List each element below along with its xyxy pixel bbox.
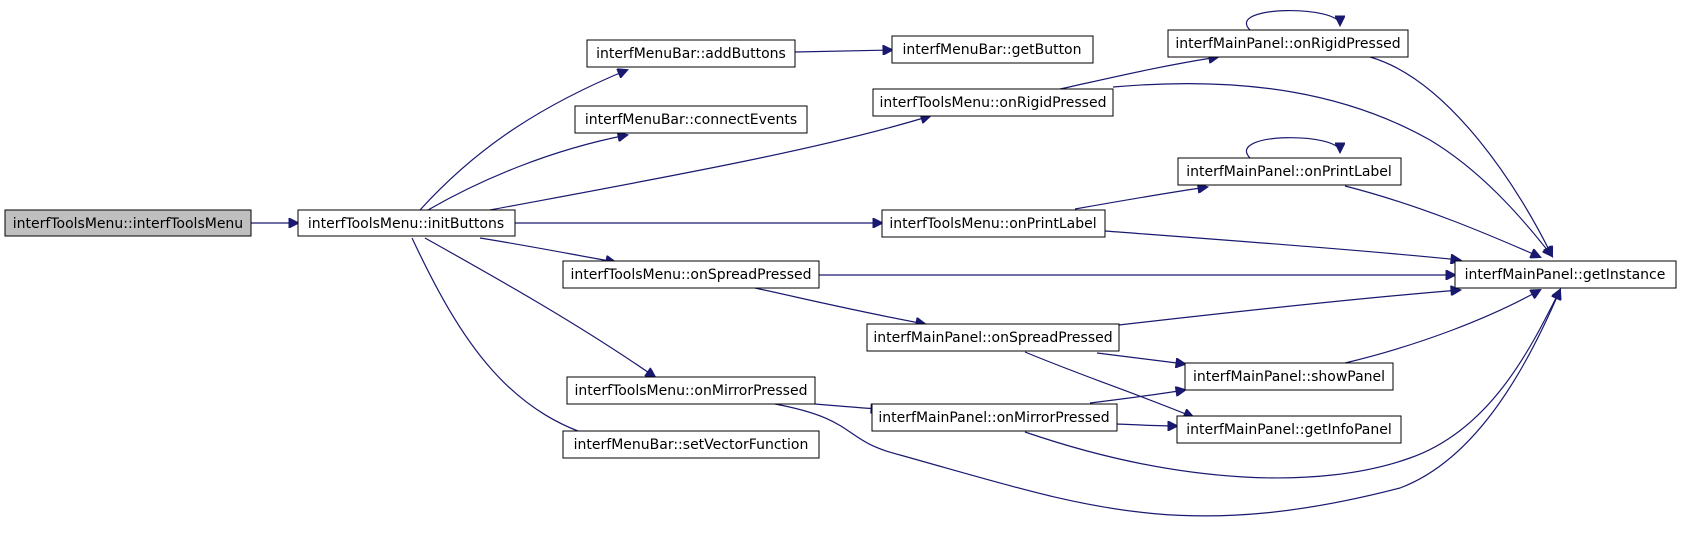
- node-label: interfMenuBar::addButtons: [596, 46, 786, 62]
- node-showpanel[interactable]: interfMainPanel::showPanel: [1184, 362, 1394, 391]
- node-tm-onspreadpressed[interactable]: interfToolsMenu::onSpreadPressed: [562, 260, 820, 289]
- node-tm-onmirrorpressed[interactable]: interfToolsMenu::onMirrorPressed: [566, 376, 816, 405]
- node-interftoolsmenu-constructor[interactable]: interfToolsMenu::interfToolsMenu: [4, 209, 252, 237]
- node-mp-onrigidpressed[interactable]: interfMainPanel::onRigidPressed: [1167, 29, 1409, 58]
- node-label: interfToolsMenu::initButtons: [308, 216, 504, 232]
- edge-mp-onprint-to-getinstance: [1344, 185, 1540, 257]
- node-getbutton[interactable]: interfMenuBar::getButton: [891, 35, 1094, 64]
- edge-tm-onmirror-to-getinstance: [774, 290, 1560, 517]
- edge-tm-onspread-to-mp-onspread: [754, 287, 925, 324]
- edge-mp-onrigid-self: [1246, 10, 1340, 31]
- edge-addbuttons-to-getbutton: [794, 50, 892, 52]
- edge-mp-onspread-to-getinfopanel: [1024, 351, 1193, 417]
- node-getinfopanel[interactable]: interfMainPanel::getInfoPanel: [1176, 415, 1402, 444]
- edge-initbuttons-to-addbuttons: [419, 70, 627, 211]
- edge-initbuttons-to-tm-onrigid: [489, 116, 930, 211]
- edge-mp-onrigid-to-getinstance: [1369, 56, 1552, 256]
- node-label: interfMainPanel::getInstance: [1465, 267, 1666, 283]
- node-connectevents[interactable]: interfMenuBar::connectEvents: [574, 105, 808, 134]
- node-label: interfMenuBar::connectEvents: [585, 112, 797, 128]
- edge-mp-onmirror-to-showpanel: [1089, 390, 1185, 404]
- node-label: interfMenuBar::setVectorFunction: [574, 437, 809, 453]
- node-label: interfMenuBar::getButton: [903, 42, 1082, 58]
- edge-mp-onprint-self: [1246, 137, 1340, 159]
- node-label: interfToolsMenu::onRigidPressed: [880, 95, 1107, 111]
- node-mp-onprintlabel[interactable]: interfMainPanel::onPrintLabel: [1177, 157, 1402, 186]
- edge-initbuttons-to-tm-onspread: [479, 237, 615, 262]
- node-mp-onspreadpressed[interactable]: interfMainPanel::onSpreadPressed: [866, 323, 1120, 352]
- edge-tm-onmirror-to-mp-onmirror: [814, 403, 880, 409]
- node-mp-onmirrorpressed[interactable]: interfMainPanel::onMirrorPressed: [871, 403, 1118, 432]
- node-getinstance[interactable]: interfMainPanel::getInstance: [1454, 260, 1677, 289]
- node-setvectorfunction[interactable]: interfMenuBar::setVectorFunction: [562, 430, 820, 459]
- edge-tm-onrigid-to-getinstance: [1112, 83, 1552, 256]
- edge-initbuttons-to-connectevents: [427, 135, 627, 211]
- edge-tm-onrigid-to-mp-onrigid: [1059, 57, 1218, 90]
- node-tm-onrigidpressed[interactable]: interfToolsMenu::onRigidPressed: [872, 88, 1114, 117]
- node-label: interfMainPanel::showPanel: [1193, 369, 1385, 385]
- edge-initbuttons-to-tm-onmirror: [424, 237, 655, 377]
- node-label: interfToolsMenu::onPrintLabel: [889, 216, 1096, 232]
- node-label: interfMainPanel::onSpreadPressed: [873, 330, 1112, 346]
- edge-initbuttons-to-setvector: [411, 237, 615, 442]
- node-label: interfMainPanel::onMirrorPressed: [878, 410, 1109, 426]
- node-label: interfMainPanel::onPrintLabel: [1186, 164, 1392, 180]
- node-label: interfToolsMenu::onSpreadPressed: [571, 267, 812, 283]
- edge-showpanel-to-getinstance: [1344, 290, 1540, 364]
- node-addbuttons[interactable]: interfMenuBar::addButtons: [586, 39, 796, 68]
- node-initbuttons[interactable]: interfToolsMenu::initButtons: [297, 209, 516, 237]
- edge-tm-onprint-to-mp-onprint: [1074, 187, 1207, 210]
- edge-mp-onmirror-to-getinstance: [1024, 290, 1560, 479]
- nodes: interfToolsMenu::interfToolsMenu interfT…: [4, 29, 1677, 459]
- edge-mp-onmirror-to-getinfopanel: [1116, 424, 1177, 426]
- edge-tm-onprint-to-getinstance: [1104, 230, 1460, 260]
- node-label: interfToolsMenu::onMirrorPressed: [575, 383, 808, 399]
- node-tm-onprintlabel[interactable]: interfToolsMenu::onPrintLabel: [881, 209, 1106, 238]
- node-label: interfMainPanel::getInfoPanel: [1186, 422, 1391, 438]
- node-label: interfMainPanel::onRigidPressed: [1175, 36, 1400, 52]
- edge-mp-onspread-to-showpanel: [1096, 352, 1185, 364]
- edge-mp-onspread-to-getinstance: [1118, 290, 1460, 326]
- node-label: interfToolsMenu::interfToolsMenu: [13, 216, 243, 232]
